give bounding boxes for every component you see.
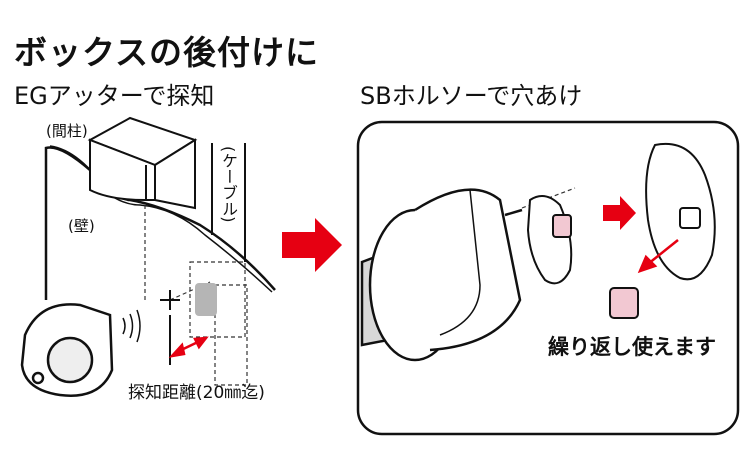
big-red-arrow-icon (282, 218, 342, 272)
detector-device-icon (20, 303, 114, 397)
right-heading: SBホルソーで穴あけ (360, 82, 583, 110)
detected-target (195, 283, 217, 316)
cable-lines (211, 143, 246, 262)
distance-arrow (168, 336, 209, 358)
stud-drawing (87, 116, 198, 210)
label-reuse: 繰り返し使えます (548, 335, 716, 359)
hole-saw-drawing (360, 188, 523, 362)
small-red-arrow-icon (603, 196, 636, 230)
signal-waves-icon (122, 309, 141, 343)
label-pillar: (間柱) (46, 122, 88, 140)
label-wall: (壁) (68, 217, 95, 235)
label-distance: 探知距離(20㎜迄) (128, 383, 265, 403)
label-cable: (ケーブル) (219, 146, 238, 223)
wall-hole-drawing (645, 142, 716, 281)
page-title: ボックスの後付けに (14, 33, 320, 72)
left-heading: EGアッターで探知 (14, 82, 215, 110)
wall-cutout-drawing (526, 195, 573, 285)
removed-part-icon (609, 287, 639, 319)
removal-arrow (637, 239, 679, 274)
